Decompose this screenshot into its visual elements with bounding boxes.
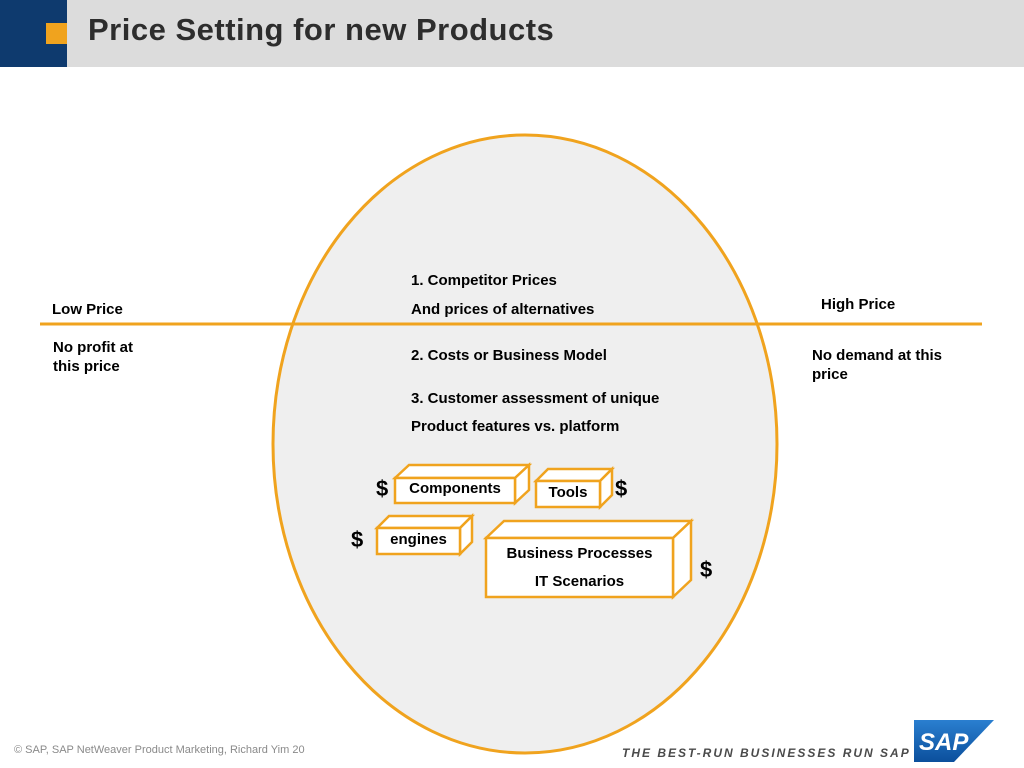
tools-box-label: Tools <box>548 484 588 501</box>
dollar-components: $ <box>376 476 389 501</box>
factor-alternatives: And prices of alternatives <box>411 301 595 318</box>
tools-box-shape <box>532 465 616 511</box>
footer-tagline: THE BEST-RUN BUSINESSES RUN SAP <box>622 746 911 760</box>
low-price-label: Low Price <box>52 301 123 318</box>
dollar-business-processes: $ <box>700 557 713 582</box>
low-price-note: No profit at this price <box>53 339 133 375</box>
it-scenarios-label: IT Scenarios <box>534 573 625 590</box>
high-price-label: High Price <box>821 296 896 313</box>
factor-costs: 2. Costs or Business Model <box>411 347 607 364</box>
sap-logo: SAP <box>914 720 994 762</box>
copyright-symbol: © <box>14 744 23 756</box>
copyright-text: SAP, SAP NetWeaver Product Marketing, Ri… <box>25 744 305 756</box>
components-box-shape <box>391 462 533 506</box>
engines-box-label: engines <box>390 531 447 548</box>
factor-competitor-prices: 1. Competitor Prices <box>411 272 557 289</box>
header-bar <box>0 0 1024 67</box>
page-title: Price Setting for new Products <box>88 12 555 47</box>
dollar-engines: $ <box>351 527 364 552</box>
price-range-ellipse <box>271 133 779 755</box>
footer-copyright: © SAP, SAP NetWeaver Product Marketing, … <box>14 744 305 756</box>
business-processes-label: Business Processes <box>506 545 653 562</box>
business-processes-box-shape <box>482 518 695 600</box>
high-price-note: No demand at this price <box>812 347 943 383</box>
header-accent-square <box>46 23 67 44</box>
components-box-label: Components <box>409 480 501 497</box>
dollar-tools: $ <box>615 476 628 501</box>
factor-product-features: Product features vs. platform <box>411 418 620 435</box>
factor-customer-assessment: 3. Customer assessment of unique <box>411 390 660 407</box>
sap-logo-text: SAP <box>919 729 969 756</box>
engines-box-shape <box>373 512 476 558</box>
